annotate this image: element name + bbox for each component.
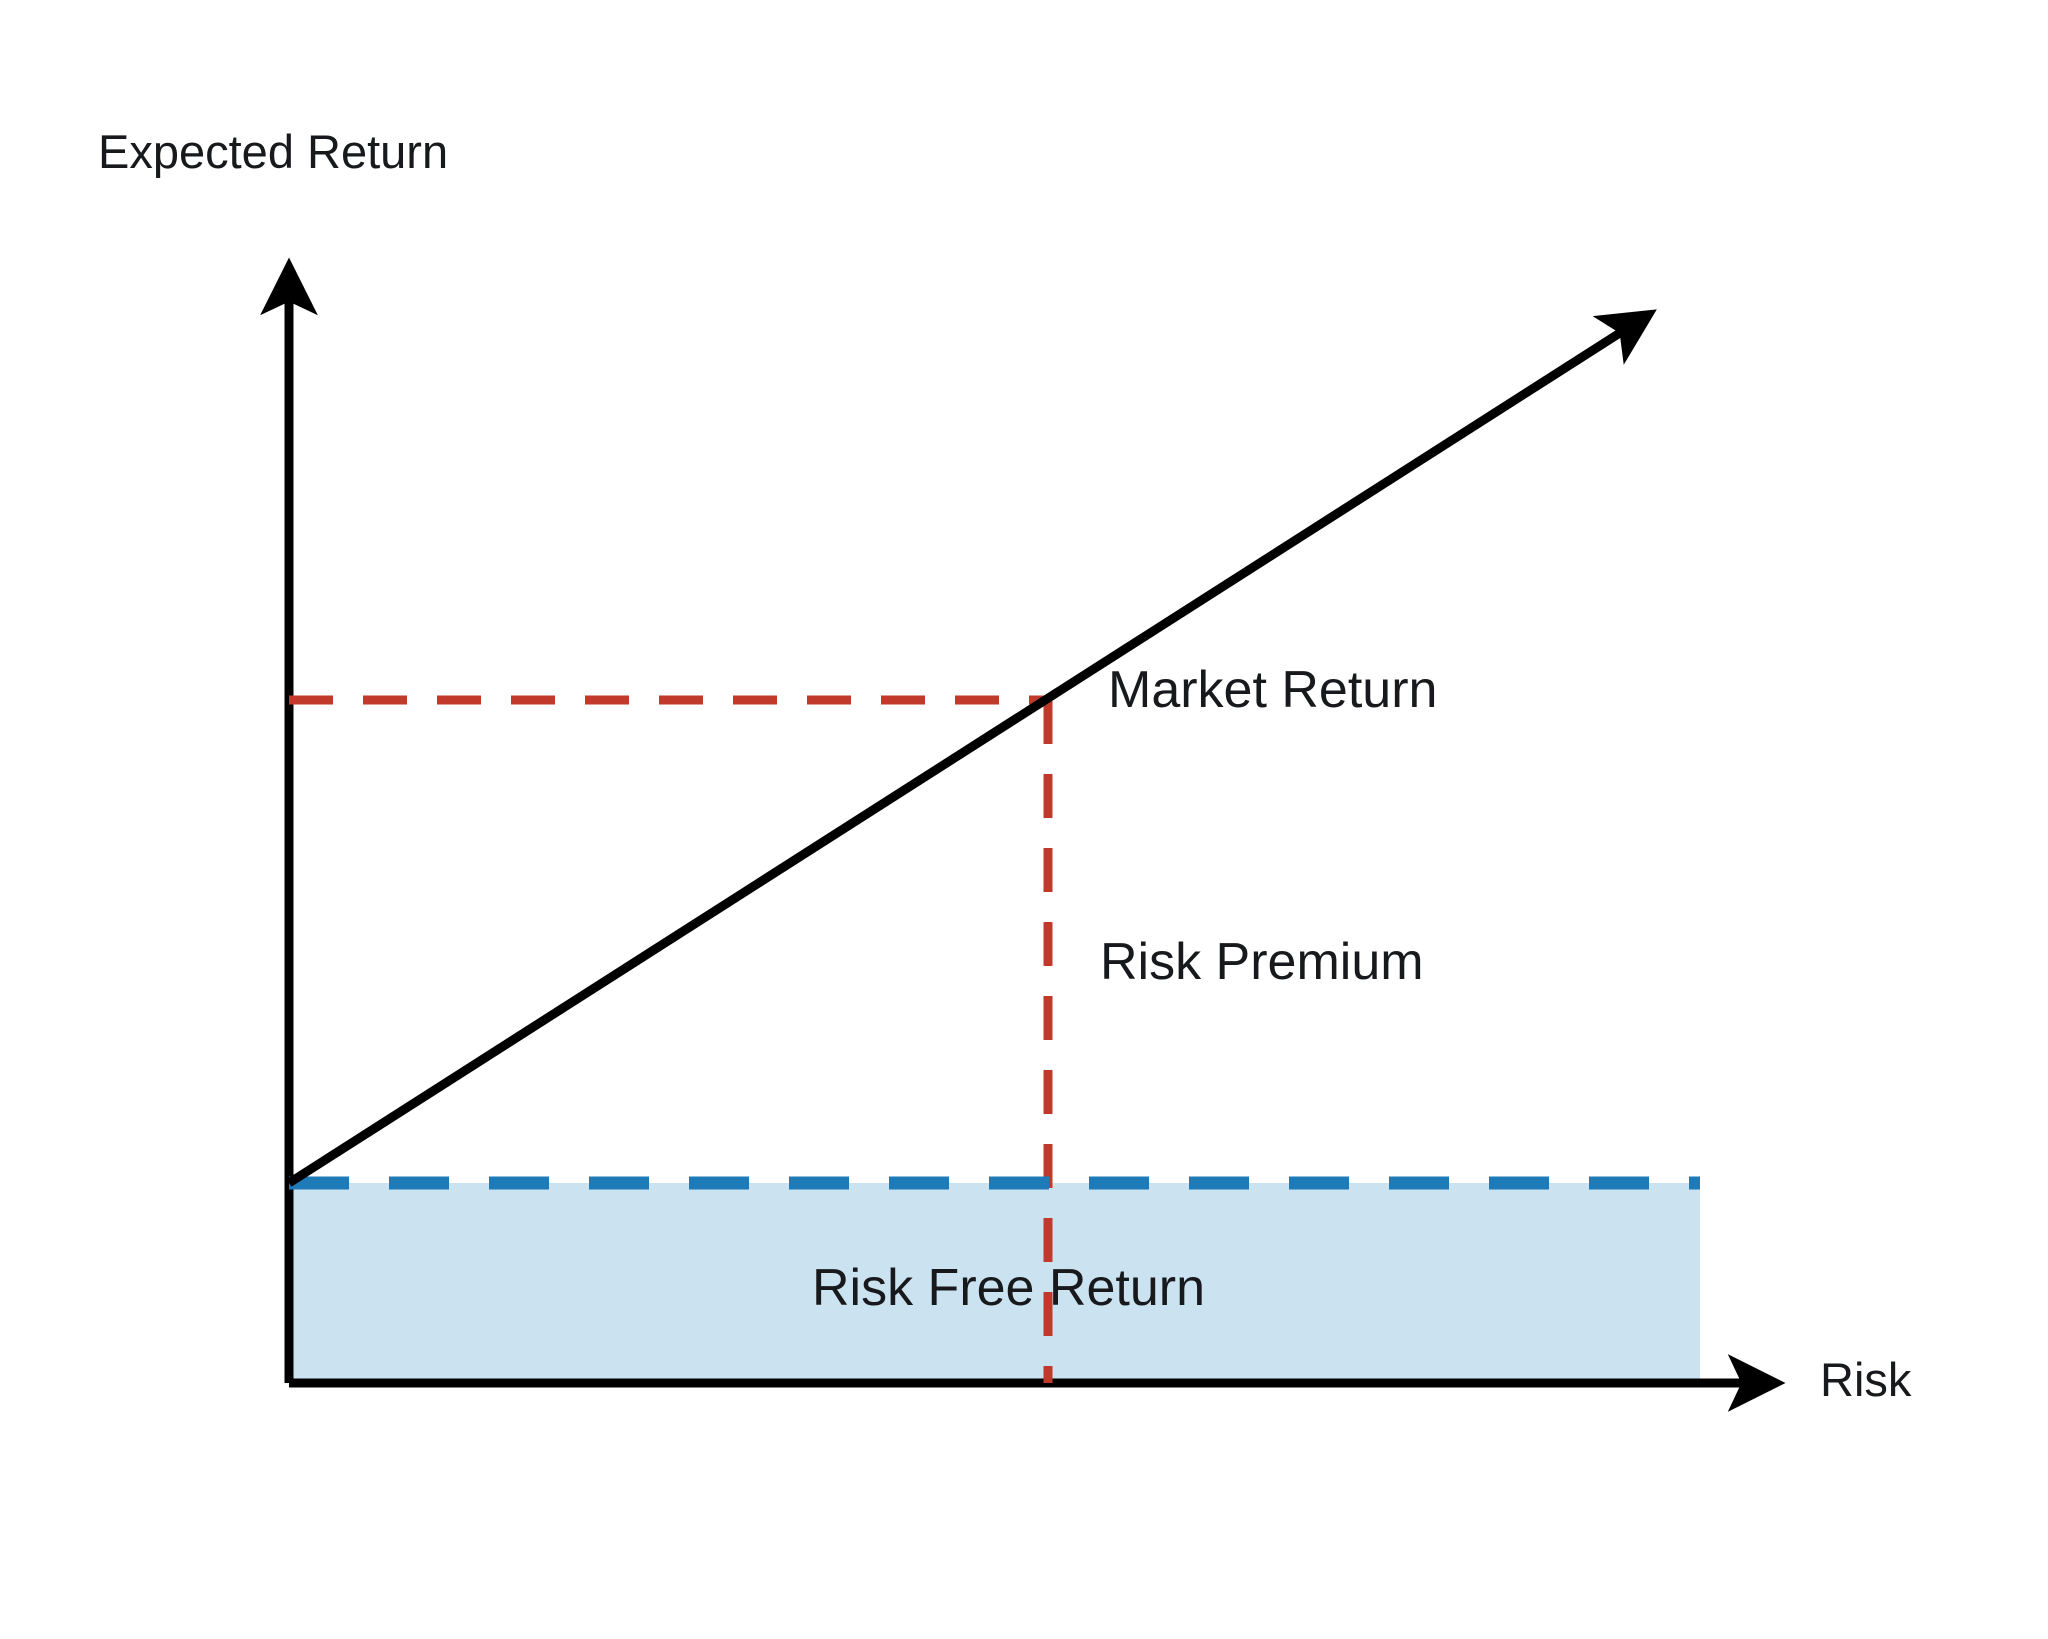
y-axis-label: Expected Return <box>98 125 449 178</box>
risk-premium-annotation: Risk Premium <box>1100 933 1424 991</box>
security-market-line <box>286 309 1657 1187</box>
risk-free-return-annotation: Risk Free Return <box>812 1259 1205 1317</box>
risk-free-return-area <box>289 1183 1700 1383</box>
market-return-annotation: Market Return <box>1108 661 1438 719</box>
x-axis-label: Risk <box>1820 1353 1912 1406</box>
